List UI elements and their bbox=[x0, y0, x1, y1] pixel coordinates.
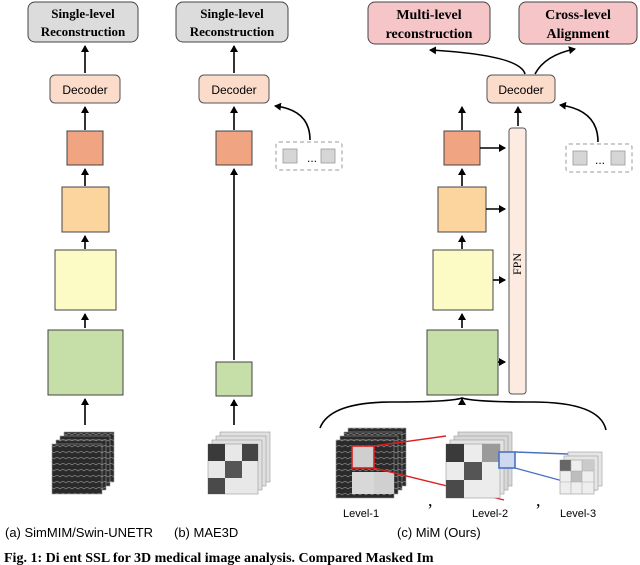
panel-b-mask-tokens bbox=[275, 141, 343, 171]
panel-a-stage3-block bbox=[61, 186, 110, 233]
level-1-selected-patch bbox=[351, 445, 375, 469]
panel-a-decoder-box bbox=[49, 74, 121, 104]
arrow-decoder-to-multilevel bbox=[429, 46, 526, 75]
arrow-mask-tokens-to-decoder-b bbox=[274, 102, 311, 141]
panel-a-stage2-block bbox=[54, 249, 117, 311]
panel-b-encoder-top-block bbox=[215, 130, 253, 166]
level-2-label: Level-2 bbox=[472, 508, 508, 520]
panel-a-decoder-label: Decoder bbox=[62, 83, 107, 97]
level-2-link-top bbox=[514, 451, 569, 455]
panel-c-stage4-block bbox=[443, 130, 481, 166]
level-1-volume bbox=[335, 427, 407, 499]
panel-c-fpn-label: FPN bbox=[510, 253, 524, 275]
panel-c-mask-token bbox=[572, 150, 588, 166]
panel-c-decoder-label: Decoder bbox=[498, 83, 543, 97]
panel-c-output1-line2: reconstruction bbox=[386, 27, 473, 42]
panel-b-output-box bbox=[175, 1, 289, 43]
panel-a-caption: (a) SimMIM/Swin-UNETR bbox=[5, 525, 153, 540]
panel-b-mask-ellipsis: ... bbox=[307, 151, 317, 165]
panel-a-stage1-block bbox=[47, 329, 124, 396]
panel-c-crosslevel-output-box bbox=[518, 1, 638, 45]
panel-a-output-box bbox=[27, 1, 139, 43]
panel-c-decoder-box bbox=[486, 74, 556, 104]
panel-b: Single-level Reconstruction Decoder ... … bbox=[174, 1, 343, 540]
panel-a-output-title-line1: Single-level bbox=[51, 6, 115, 21]
panel-c-caption: (c) MiM (Ours) bbox=[397, 525, 481, 540]
panel-c-mask-ellipsis: ... bbox=[595, 153, 605, 167]
panel-c-stage2-block bbox=[432, 249, 494, 311]
panel-c-mask-tokens bbox=[565, 143, 633, 173]
panel-a: Single-level Reconstruction Decoder (a) … bbox=[5, 1, 153, 540]
panel-b-output-title-line2: Reconstruction bbox=[190, 24, 275, 39]
panel-c-mask-token bbox=[610, 150, 626, 166]
panel-b-decoder-box bbox=[198, 74, 270, 104]
panel-a-stage4-block bbox=[66, 130, 104, 166]
panel-c-stage1-block bbox=[426, 329, 499, 396]
panel-c-fpn-bar bbox=[508, 127, 527, 395]
level-1-link-top bbox=[373, 435, 447, 447]
panel-b-mask-token bbox=[282, 148, 298, 164]
panel-b-decoder-label: Decoder bbox=[211, 83, 256, 97]
panel-b-mask-token bbox=[320, 148, 336, 164]
panel-b-output-title-line1: Single-level bbox=[200, 6, 264, 21]
panel-c-output1-line1: Multi-level bbox=[396, 8, 461, 23]
panel-c: Multi-level reconstruction Cross-level A… bbox=[319, 1, 638, 540]
panel-b-encoder-bottom-block bbox=[215, 361, 253, 397]
panel-c-output2-line2: Alignment bbox=[547, 27, 610, 42]
level-1-label: Level-1 bbox=[343, 508, 379, 520]
panel-c-stage3-block bbox=[437, 186, 487, 233]
level-2-selected-patch bbox=[498, 451, 516, 469]
panel-c-output2-line1: Cross-level bbox=[545, 8, 611, 23]
panel-c-multilevel-output-box bbox=[367, 1, 491, 45]
panel-b-caption: (b) MAE3D bbox=[174, 525, 238, 540]
panel-a-output-title-line2: Reconstruction bbox=[41, 24, 126, 39]
panel-c-input-brace bbox=[319, 397, 607, 431]
arrow-decoder-to-crosslevel bbox=[534, 46, 576, 75]
level-3-volume bbox=[559, 451, 603, 495]
figure-caption-cutoff: Fig. 1: Di ent SSL for 3D medical image … bbox=[4, 551, 434, 565]
arrow-mask-tokens-to-decoder-c bbox=[559, 101, 599, 143]
panel-b-masked-input-volume bbox=[207, 431, 271, 495]
panel-c-comma-1: , bbox=[428, 490, 433, 510]
level-2-volume bbox=[445, 431, 516, 499]
level-3-label: Level-3 bbox=[560, 508, 596, 520]
panel-c-comma-2: , bbox=[536, 490, 541, 510]
panel-a-input-volume bbox=[51, 431, 115, 495]
